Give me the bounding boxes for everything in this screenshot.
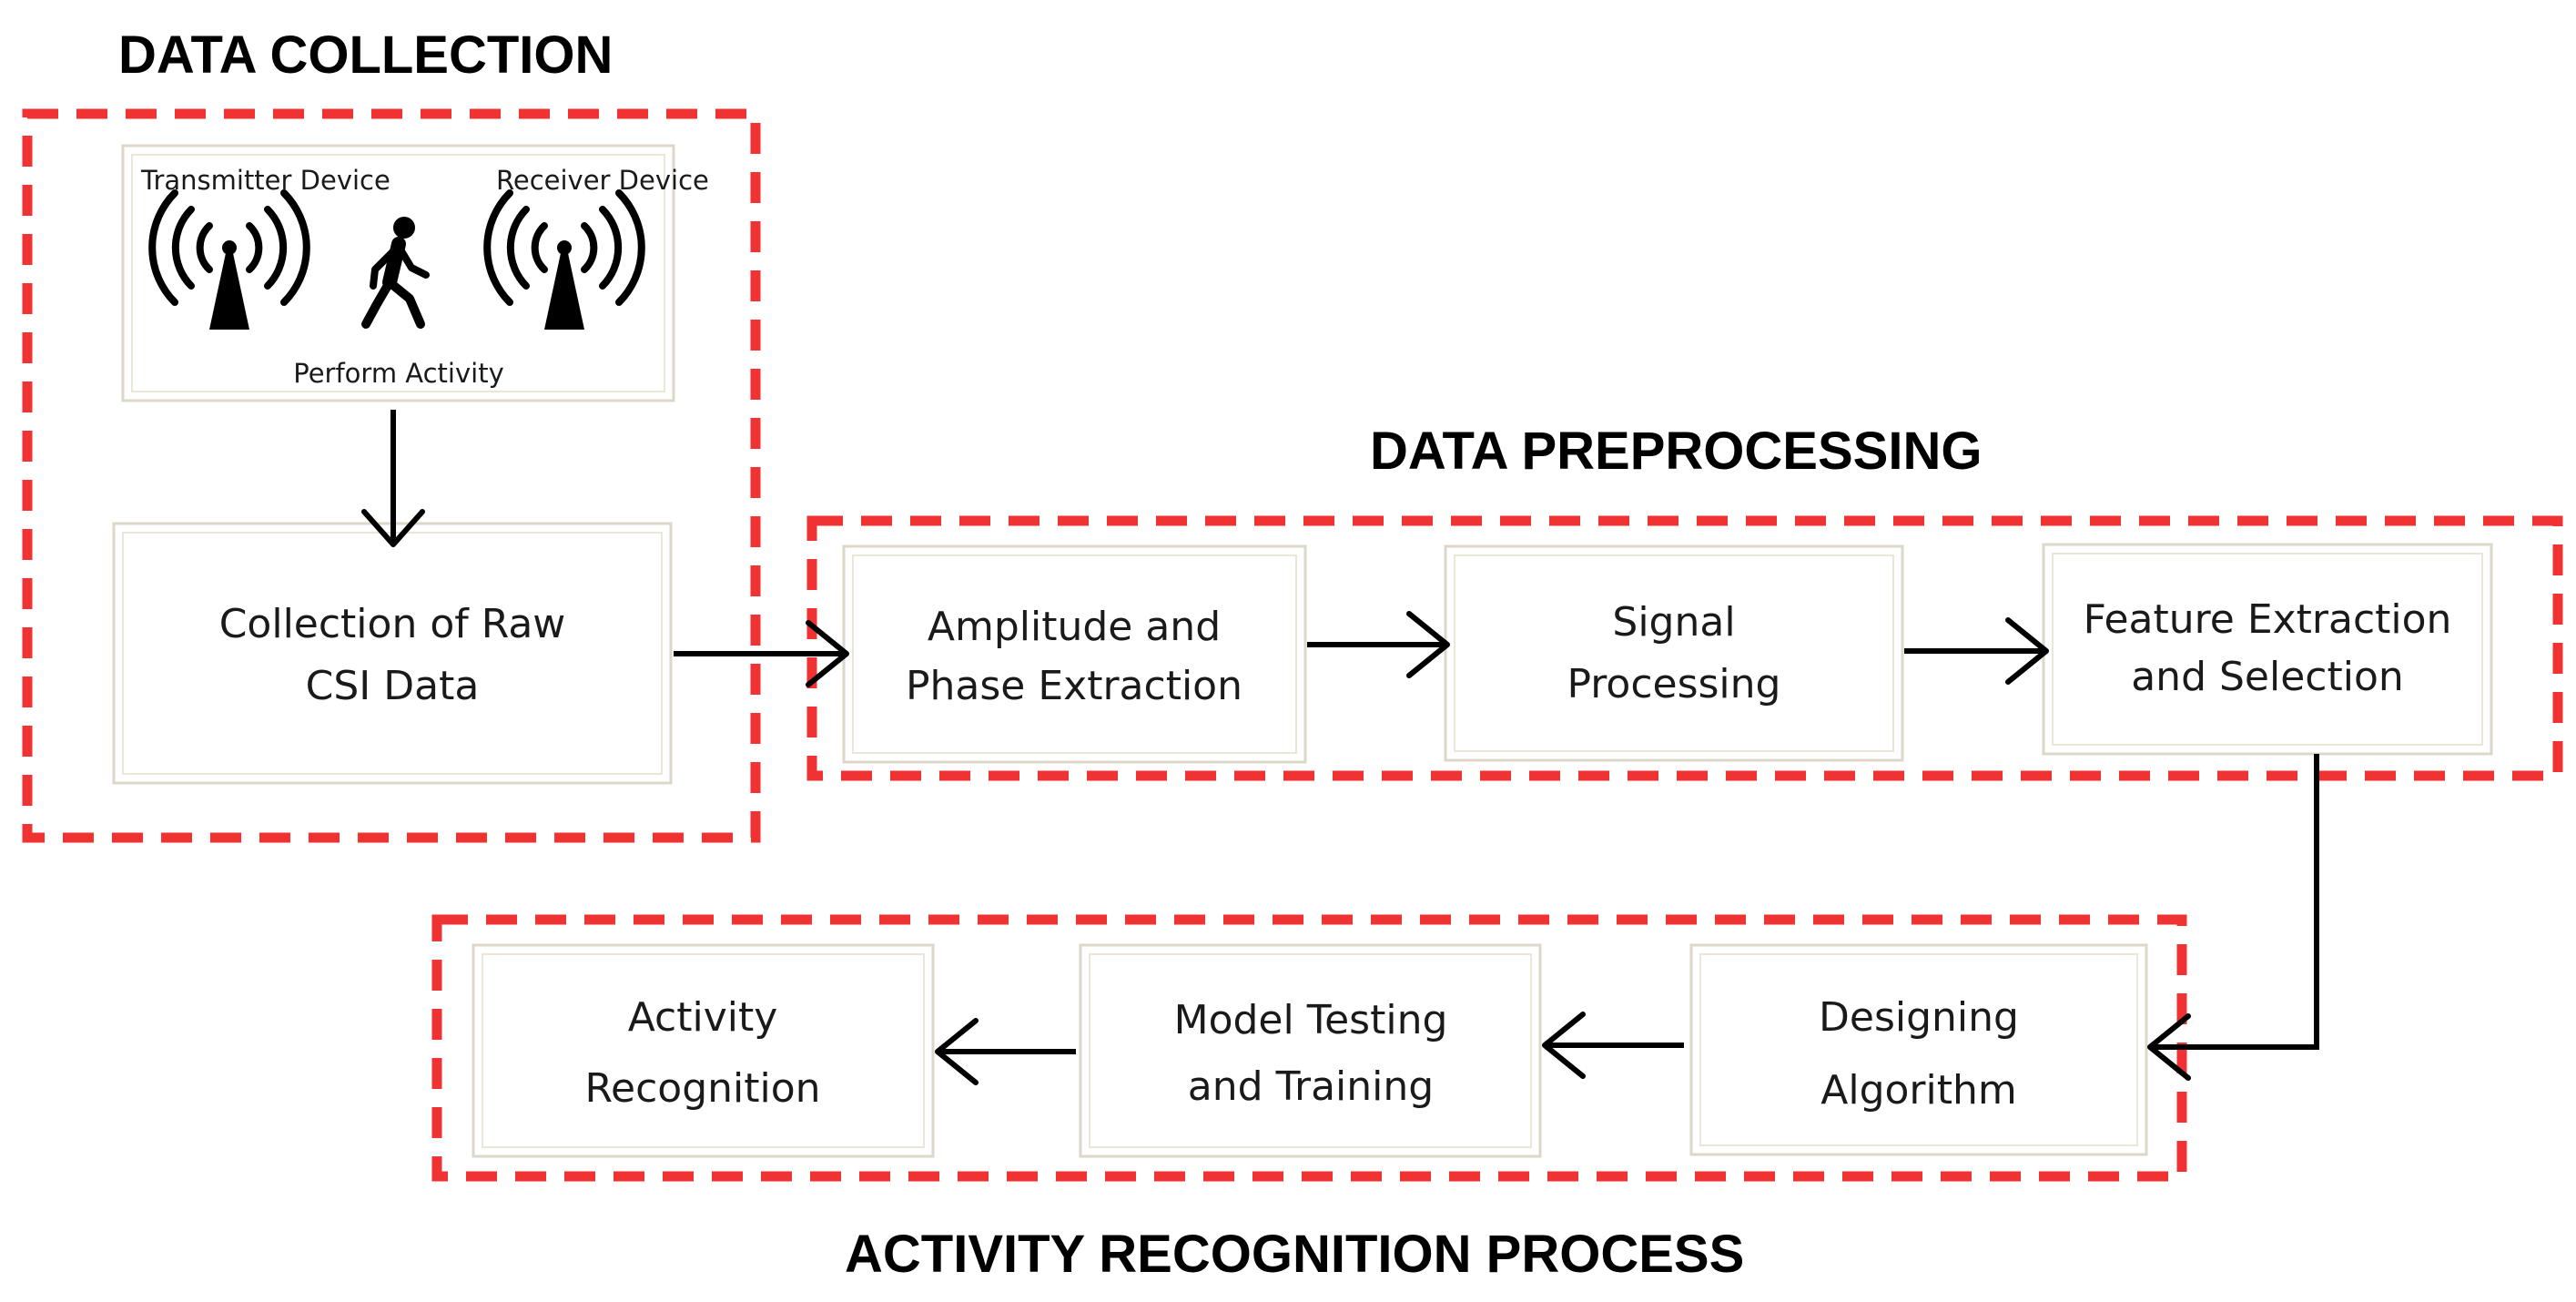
activity-recognition-process-title: ACTIVITY RECOGNITION PROCESS — [845, 1225, 1744, 1284]
arrow-panel-to-raw-csi — [361, 410, 425, 547]
receiver-antenna-icon — [483, 189, 645, 330]
box-model-testing-training: Model Testing and Training — [1079, 943, 1542, 1158]
signal-processing-line-1: Signal — [1612, 599, 1735, 646]
box-designing-algorithm: Designing Algorithm — [1689, 943, 2148, 1156]
designing-algorithm-line-1: Designing — [1819, 994, 2019, 1041]
box-activity-recognition: Activity Recognition — [472, 943, 935, 1158]
collection-panel: Transmitter Device Receiver Device Perfo… — [121, 144, 709, 402]
activity-recognition-line-1: Activity — [628, 994, 778, 1041]
arrow-model-to-activity — [935, 1018, 1076, 1085]
data-preprocessing-title: DATA PREPROCESSING — [1370, 422, 1982, 481]
feature-extraction-line-1: Feature Extraction — [2084, 596, 2452, 643]
arrow-signal-to-feature — [1904, 617, 2049, 685]
amplitude-phase-line-2: Phase Extraction — [906, 663, 1242, 709]
receiver-device-label: Receiver Device — [496, 165, 709, 196]
transmitter-antenna-icon — [148, 189, 310, 330]
arrow-feature-to-designing — [2147, 754, 2319, 1081]
amplitude-phase-line-1: Amplitude and — [928, 604, 1221, 650]
activity-recognition-line-2: Recognition — [584, 1065, 820, 1112]
raw-csi-line-2: CSI Data — [306, 663, 480, 709]
box-collection-raw-csi: Collection of Raw CSI Data — [112, 522, 673, 785]
arrow-amplitude-to-signal — [1307, 611, 1450, 678]
raw-csi-line-1: Collection of Raw — [219, 601, 566, 647]
box-amplitude-phase-extraction: Amplitude and Phase Extraction — [842, 544, 1307, 764]
data-collection-frame — [22, 108, 761, 843]
data-collection-title: DATA COLLECTION — [118, 25, 613, 85]
perform-activity-label: Perform Activity — [293, 358, 504, 389]
signal-processing-line-2: Processing — [1567, 661, 1781, 707]
data-preprocessing-frame — [806, 515, 2563, 781]
model-testing-line-2: and Training — [1188, 1063, 1434, 1110]
arrow-designing-to-model — [1542, 1012, 1684, 1079]
transmitter-device-label: Transmitter Device — [140, 165, 390, 196]
model-testing-line-1: Model Testing — [1174, 997, 1448, 1043]
arrow-raw-csi-to-amplitude — [674, 620, 849, 687]
walking-person-icon — [361, 217, 430, 329]
box-signal-processing: Signal Processing — [1444, 544, 1904, 762]
feature-extraction-line-2: and Selection — [2131, 654, 2404, 700]
box-feature-extraction-selection: Feature Extraction and Selection — [2042, 543, 2493, 756]
designing-algorithm-line-2: Algorithm — [1820, 1067, 2017, 1114]
